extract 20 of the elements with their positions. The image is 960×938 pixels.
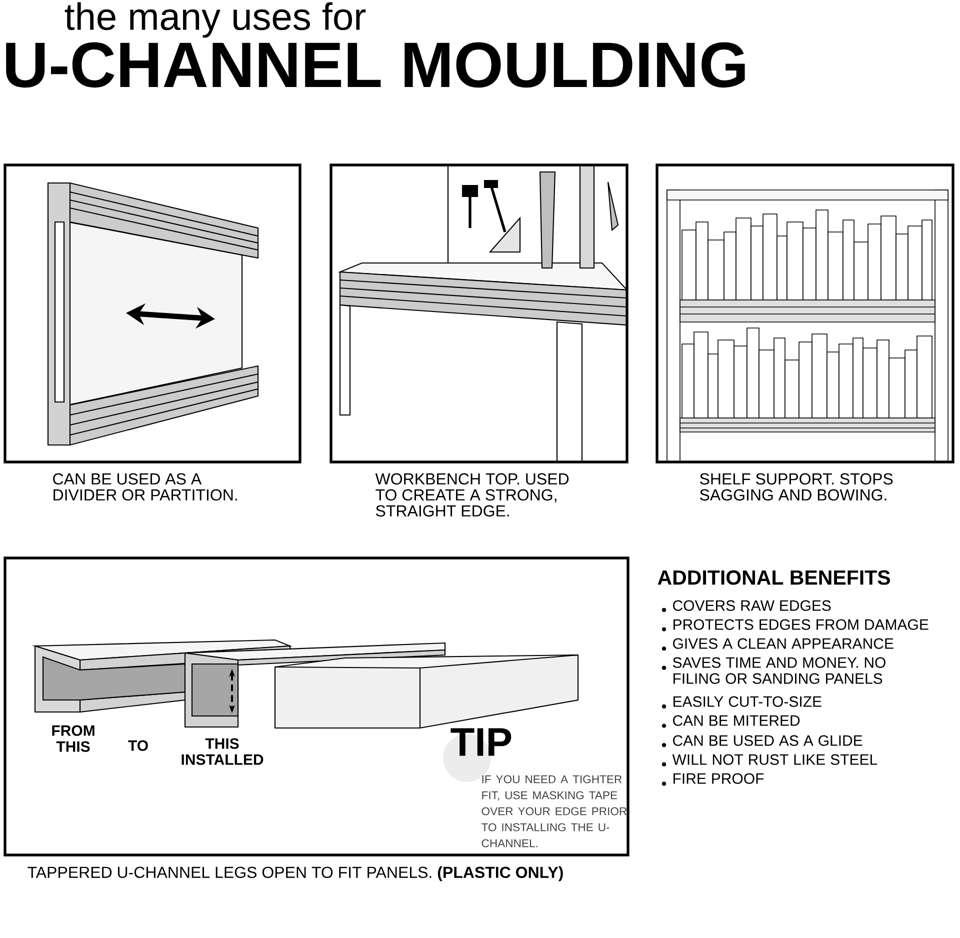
panel-caption: CAN BE USED AS A DIVIDER OR PARTITION.	[53, 473, 237, 501]
heading: ADDITIONAL BENEFITS	[658, 570, 890, 585]
title: U-CHANNEL MOULDING	[6, 42, 745, 88]
bullet-item: EASILY CUT-TO-SIZE	[662, 696, 822, 709]
bullet-item: FIRE PROOF	[662, 773, 764, 786]
panel-caption: WORKBENCH TOP. USED TO CREATE A STRONG, STRAIGHT EDGE.	[375, 473, 569, 517]
bullet-item: GIVES A CLEAN APPEARANCE	[662, 638, 894, 651]
bullet-item: WILL NOT RUST LIKE STEEL	[662, 754, 878, 766]
drawing-label: THIS INSTALLED	[182, 738, 264, 765]
bullet-item: SAVES TIME AND MONEY. NO FILING OR SANDING PANELS	[662, 657, 886, 684]
bullet-item: CAN BE MITERED	[662, 715, 800, 728]
drawing-label: TO	[128, 740, 148, 751]
tip-text: IF YOU NEED A TIGHTER FIT, USE MASKING TAPE OVER YOUR EDGE PRIOR TO INSTALLING THE U-CHANNEL.	[482, 775, 627, 848]
bullet-item: COVERS RAW EDGES	[662, 600, 831, 612]
subtitle: the many uses for	[64, 2, 366, 38]
panel-caption: SHELF SUPPORT. STOPS SAGGING AND BOWING.	[700, 473, 893, 501]
bullet-item: CAN BE USED AS A GLIDE	[662, 735, 862, 748]
bullet-item: PROTECTS EDGES FROM DAMAGE	[662, 619, 928, 632]
panel-caption: TAPPERED U-CHANNEL LEGS OPEN TO FIT PANELS. (PLASTIC ONLY)	[28, 866, 563, 882]
drawing-label: FROM THIS	[52, 725, 94, 752]
